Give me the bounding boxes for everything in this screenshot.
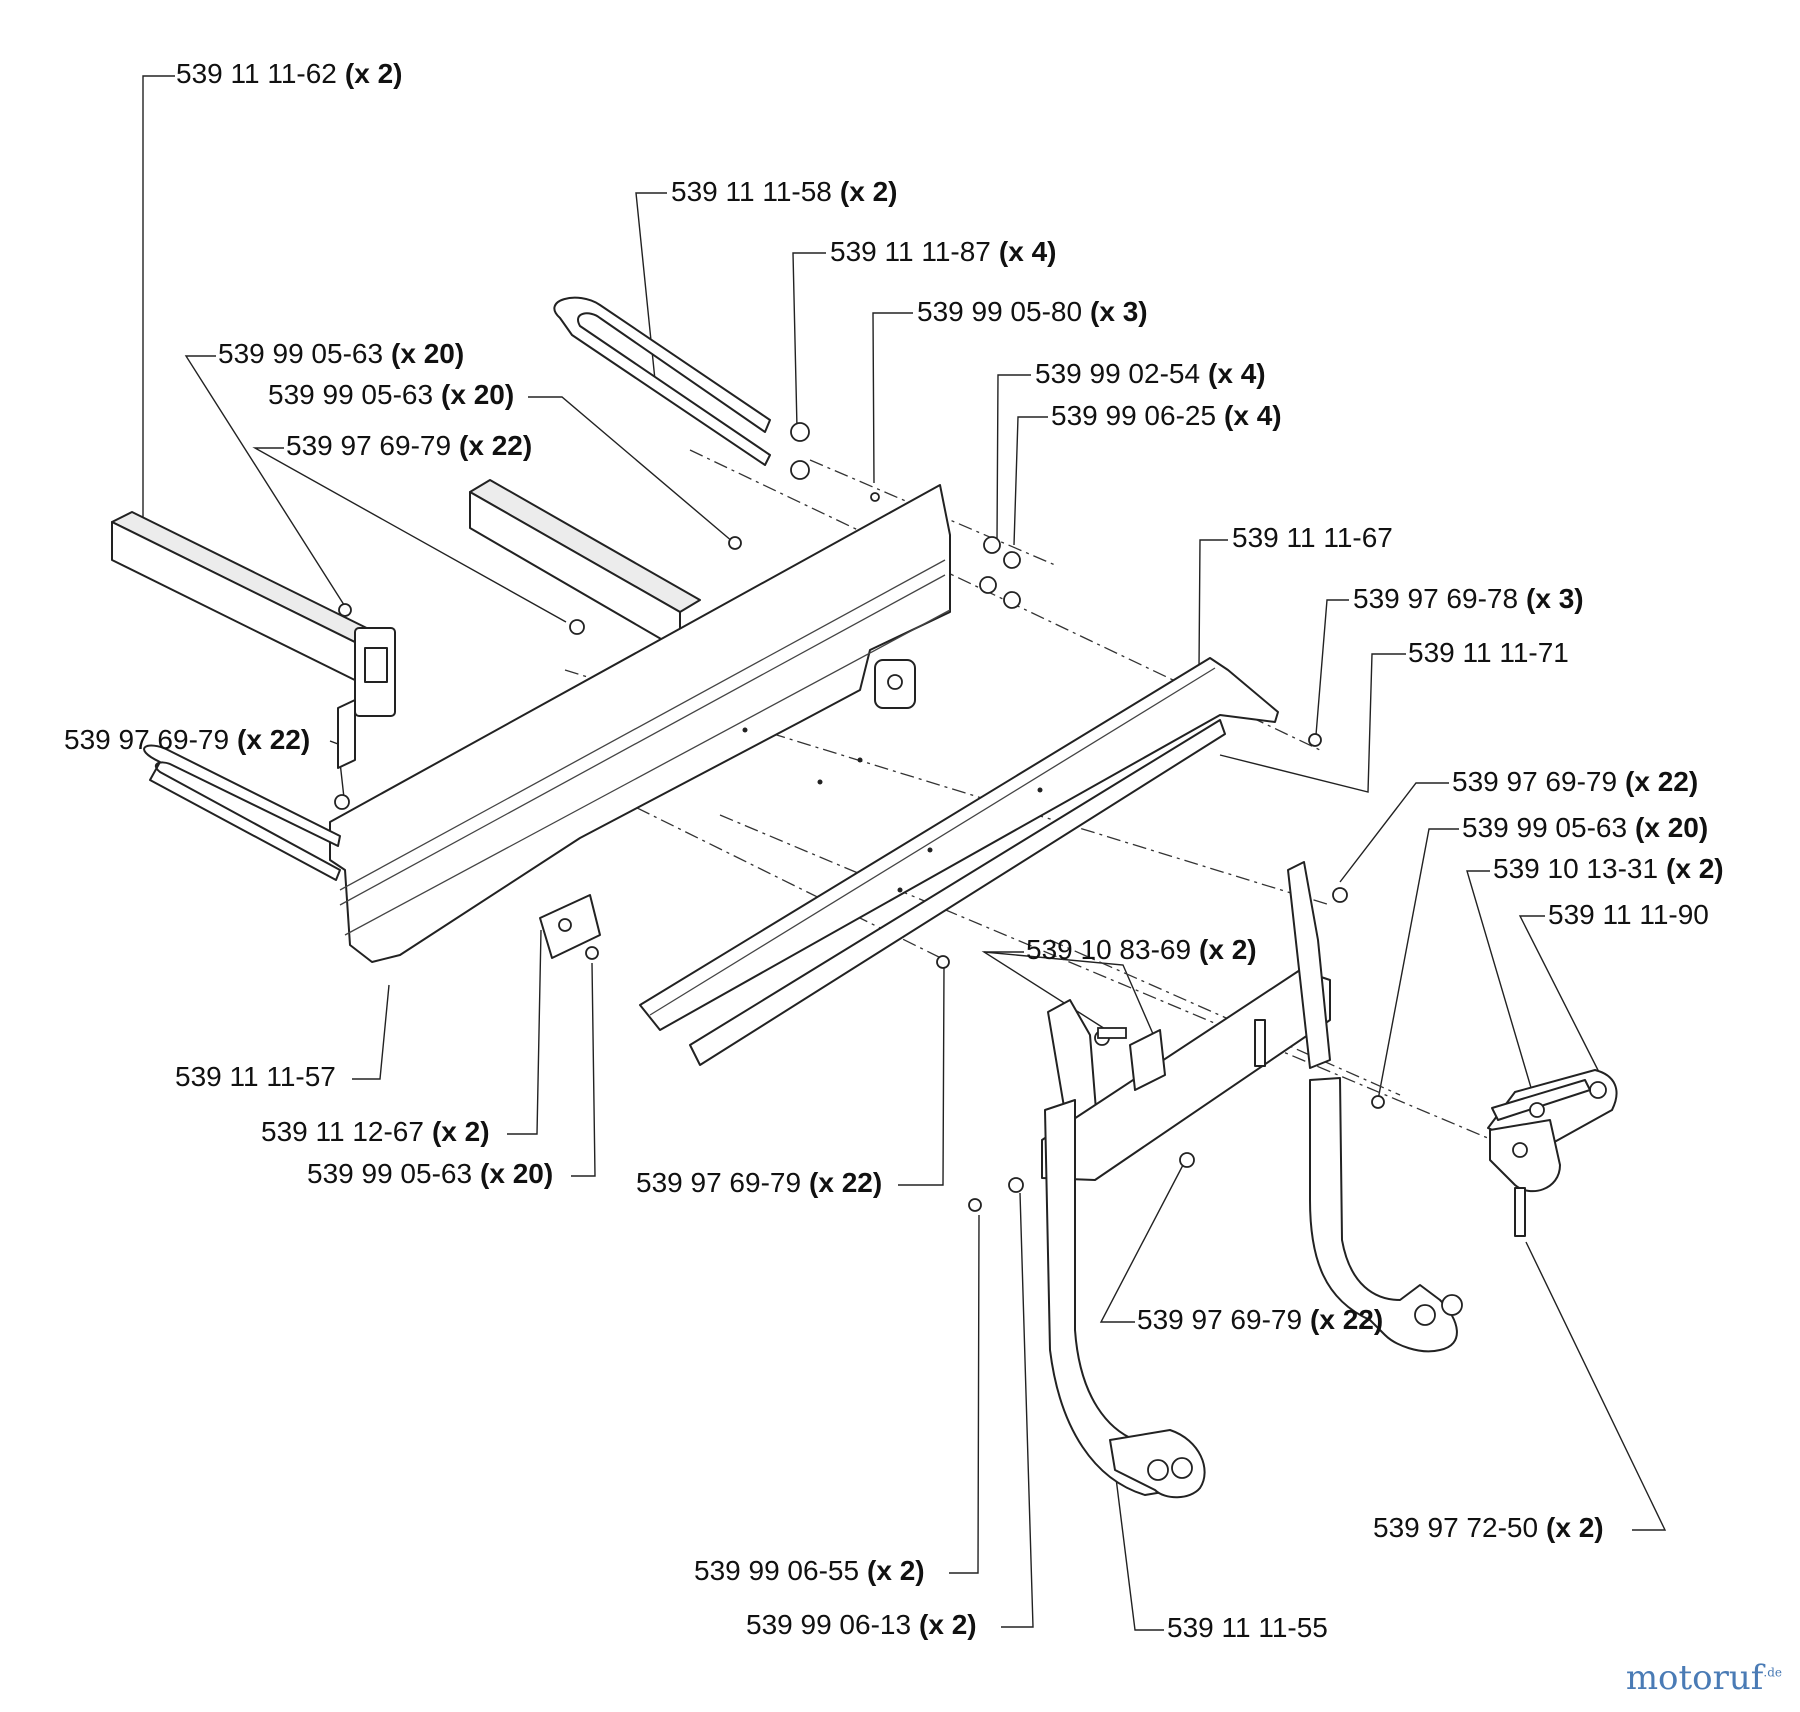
callout-slant-bar: 539 11 11-67 xyxy=(1232,522,1393,553)
callout-tow-plate: 539 10 13-31(x 2) xyxy=(1493,853,1724,884)
u-bar-top xyxy=(553,296,771,466)
callout-nut-06-25: 539 99 06-25(x 4) xyxy=(1051,400,1282,431)
tow-plate xyxy=(1489,1119,1561,1193)
hardware xyxy=(334,422,1545,1212)
callout-small-bracket: 539 11 12-67(x 2) xyxy=(261,1116,490,1147)
callout-rear-bar: 539 11 11-62(x 2) xyxy=(176,58,403,89)
callout-spring: 539 97 72-50(x 2) xyxy=(1373,1512,1604,1543)
callout-bolt-05-63-d: 539 99 05-63(x 20) xyxy=(307,1158,554,1189)
springs xyxy=(1254,1019,1526,1237)
callout-bolt-05-63-a: 539 99 05-63(x 20) xyxy=(218,338,465,369)
callout-u-bar: 539 11 11-58(x 2) xyxy=(671,176,898,207)
callout-nut-69-79-b: 539 97 69-79(x 22) xyxy=(64,724,311,755)
callout-lift-bracket: 539 11 11-90 xyxy=(1548,899,1709,930)
callout-washer-02-54: 539 99 02-54(x 4) xyxy=(1035,358,1266,389)
callout-bolt-05-63-c: 539 99 05-63(x 20) xyxy=(1462,812,1709,843)
rear-bar-center xyxy=(469,479,701,651)
callout-bolt-05-80: 539 99 05-80(x 3) xyxy=(917,296,1148,327)
callout-spacer: 539 11 11-87(x 4) xyxy=(830,236,1057,267)
rear-bar-left xyxy=(111,511,396,769)
slant-bar xyxy=(639,657,1279,1066)
callout-bolt-83-69: 539 10 83-69(x 2) xyxy=(1026,934,1257,965)
callout-nut-69-79-a: 539 97 69-79(x 22) xyxy=(286,430,533,461)
callout-nut-69-79-c: 539 97 69-79(x 22) xyxy=(1452,766,1699,797)
callout-nut-69-78: 539 97 69-78(x 3) xyxy=(1353,583,1584,614)
callout-nut-69-79-e: 539 97 69-79(x 22) xyxy=(1137,1304,1384,1335)
watermark-logo: motoruf.de xyxy=(1625,1658,1782,1698)
callout-strip: 539 11 11-71 xyxy=(1408,637,1569,668)
u-bar-bottom-left xyxy=(143,744,341,881)
callout-bolt-05-63-b: 539 99 05-63(x 20) xyxy=(268,379,515,410)
callout-bolt-06-55: 539 99 06-55(x 2) xyxy=(694,1555,925,1586)
callout-nut-06-13: 539 99 06-13(x 2) xyxy=(746,1609,977,1640)
callout-nut-69-79-d: 539 97 69-79(x 22) xyxy=(636,1167,883,1198)
small-brackets xyxy=(539,894,1166,1091)
callout-hitch-arm: 539 11 11-55 xyxy=(1167,1612,1328,1643)
main-frame xyxy=(329,484,951,963)
callout-main-frame: 539 11 11-57 xyxy=(175,1061,336,1092)
